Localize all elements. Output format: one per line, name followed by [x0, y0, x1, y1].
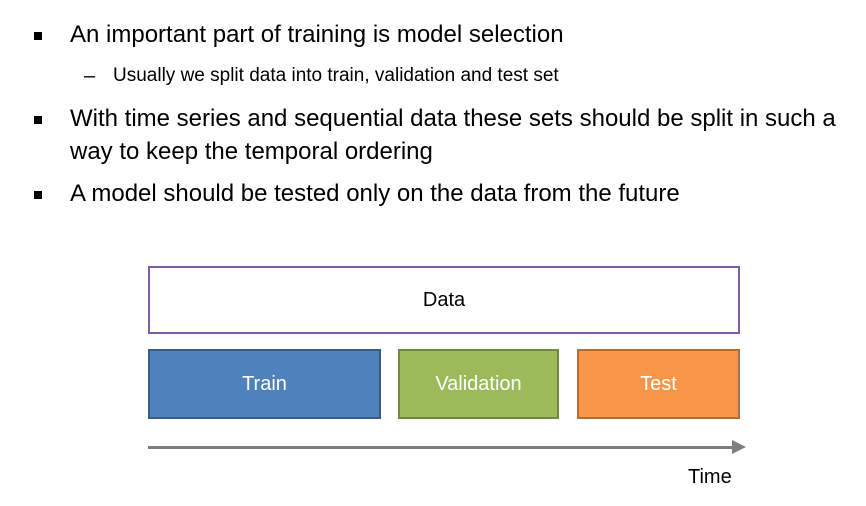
sub-bullet-dash: –	[84, 65, 96, 87]
train-box: Train	[148, 349, 381, 419]
test-box: Test	[577, 349, 740, 419]
bullet-text-future-test: A model should be tested only on the dat…	[70, 180, 680, 207]
time-label: Time	[688, 466, 732, 488]
train-label: Train	[242, 372, 287, 395]
test-label: Test	[640, 372, 677, 395]
bullet-text-temporal-line1: With time series and sequential data the…	[70, 105, 836, 132]
bullet-marker	[34, 116, 42, 124]
bullet-text-model-selection: An important part of training is model s…	[70, 21, 564, 48]
time-arrow-head-icon	[732, 440, 746, 454]
bullet-marker	[34, 32, 42, 40]
bullet-text-temporal-line2: way to keep the temporal ordering	[70, 138, 433, 165]
bullet-marker	[34, 191, 42, 199]
data-box: Data	[148, 266, 740, 334]
sub-bullet-text-split: Usually we split data into train, valida…	[113, 65, 559, 86]
data-label: Data	[422, 288, 466, 311]
validation-label: Validation	[435, 372, 522, 395]
time-arrow-line	[148, 446, 734, 449]
validation-box: Validation	[398, 349, 559, 419]
